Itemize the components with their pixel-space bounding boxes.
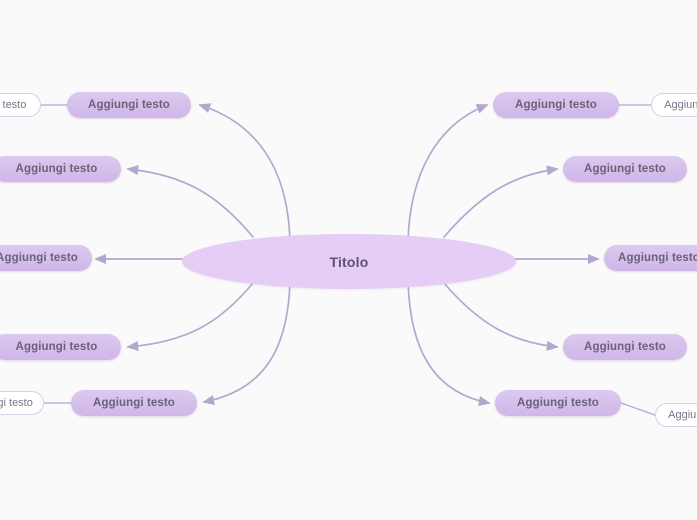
leaf-node-leaf-left-bottom[interactable]: Aggiungi testo [0,391,44,415]
branch-node-label: Aggiungi testo [618,252,697,264]
leaf-node-label: Aggiungi testo [664,99,697,111]
branch-node-label: Aggiungi testo [515,99,597,111]
branch-node-left-1[interactable]: Aggiungi testo [67,92,191,118]
edge-root-to-left-2 [126,164,254,238]
edge-root-to-left-1 [198,103,291,242]
leaf-node-leaf-right-top[interactable]: Aggiungi testo [651,93,697,117]
edge-root-to-right-5 [407,280,491,407]
root-node[interactable]: Titolo [182,234,516,289]
branch-node-left-2[interactable]: Aggiungi testo [0,156,121,182]
branch-node-label: Aggiungi testo [15,163,98,175]
branch-node-right-3[interactable]: Aggiungi testo [604,245,697,271]
branch-node-label: Aggiungi testo [15,341,98,353]
branch-node-left-3[interactable]: Aggiungi testo [0,245,92,271]
edge-root-to-left-5 [202,280,291,406]
leaf-node-label: Aggiungi testo [0,397,33,409]
branch-node-label: Aggiungi testo [517,397,599,409]
branch-node-label: Aggiungi testo [584,163,666,175]
root-node-label: Titolo [329,253,369,270]
leaf-node-leaf-right-bottom[interactable]: Aggiungi testo [655,403,697,427]
edge-root-to-right-1 [407,103,489,242]
branch-node-left-5[interactable]: Aggiungi testo [71,390,197,416]
branch-node-right-1[interactable]: Aggiungi testo [493,92,619,118]
edge-right-5-to-leaf-right-bottom [620,402,656,416]
edge-root-to-right-2 [443,165,559,238]
branch-node-right-5[interactable]: Aggiungi testo [495,390,621,416]
branch-node-right-2[interactable]: Aggiungi testo [563,156,687,182]
leaf-node-label: Aggiungi testo [0,99,27,111]
branch-node-left-4[interactable]: Aggiungi testo [0,334,121,360]
branch-node-label: Aggiungi testo [584,341,666,353]
leaf-node-leaf-left-top[interactable]: Aggiungi testo [0,93,41,117]
branch-node-label: Aggiungi testo [0,252,78,264]
branch-node-label: Aggiungi testo [88,99,170,111]
edge-root-to-left-4 [126,282,254,352]
branch-node-right-4[interactable]: Aggiungi testo [563,334,687,360]
branch-node-label: Aggiungi testo [93,397,175,409]
leaf-node-label: Aggiungi testo [668,409,697,421]
edge-root-to-right-4 [443,282,559,351]
